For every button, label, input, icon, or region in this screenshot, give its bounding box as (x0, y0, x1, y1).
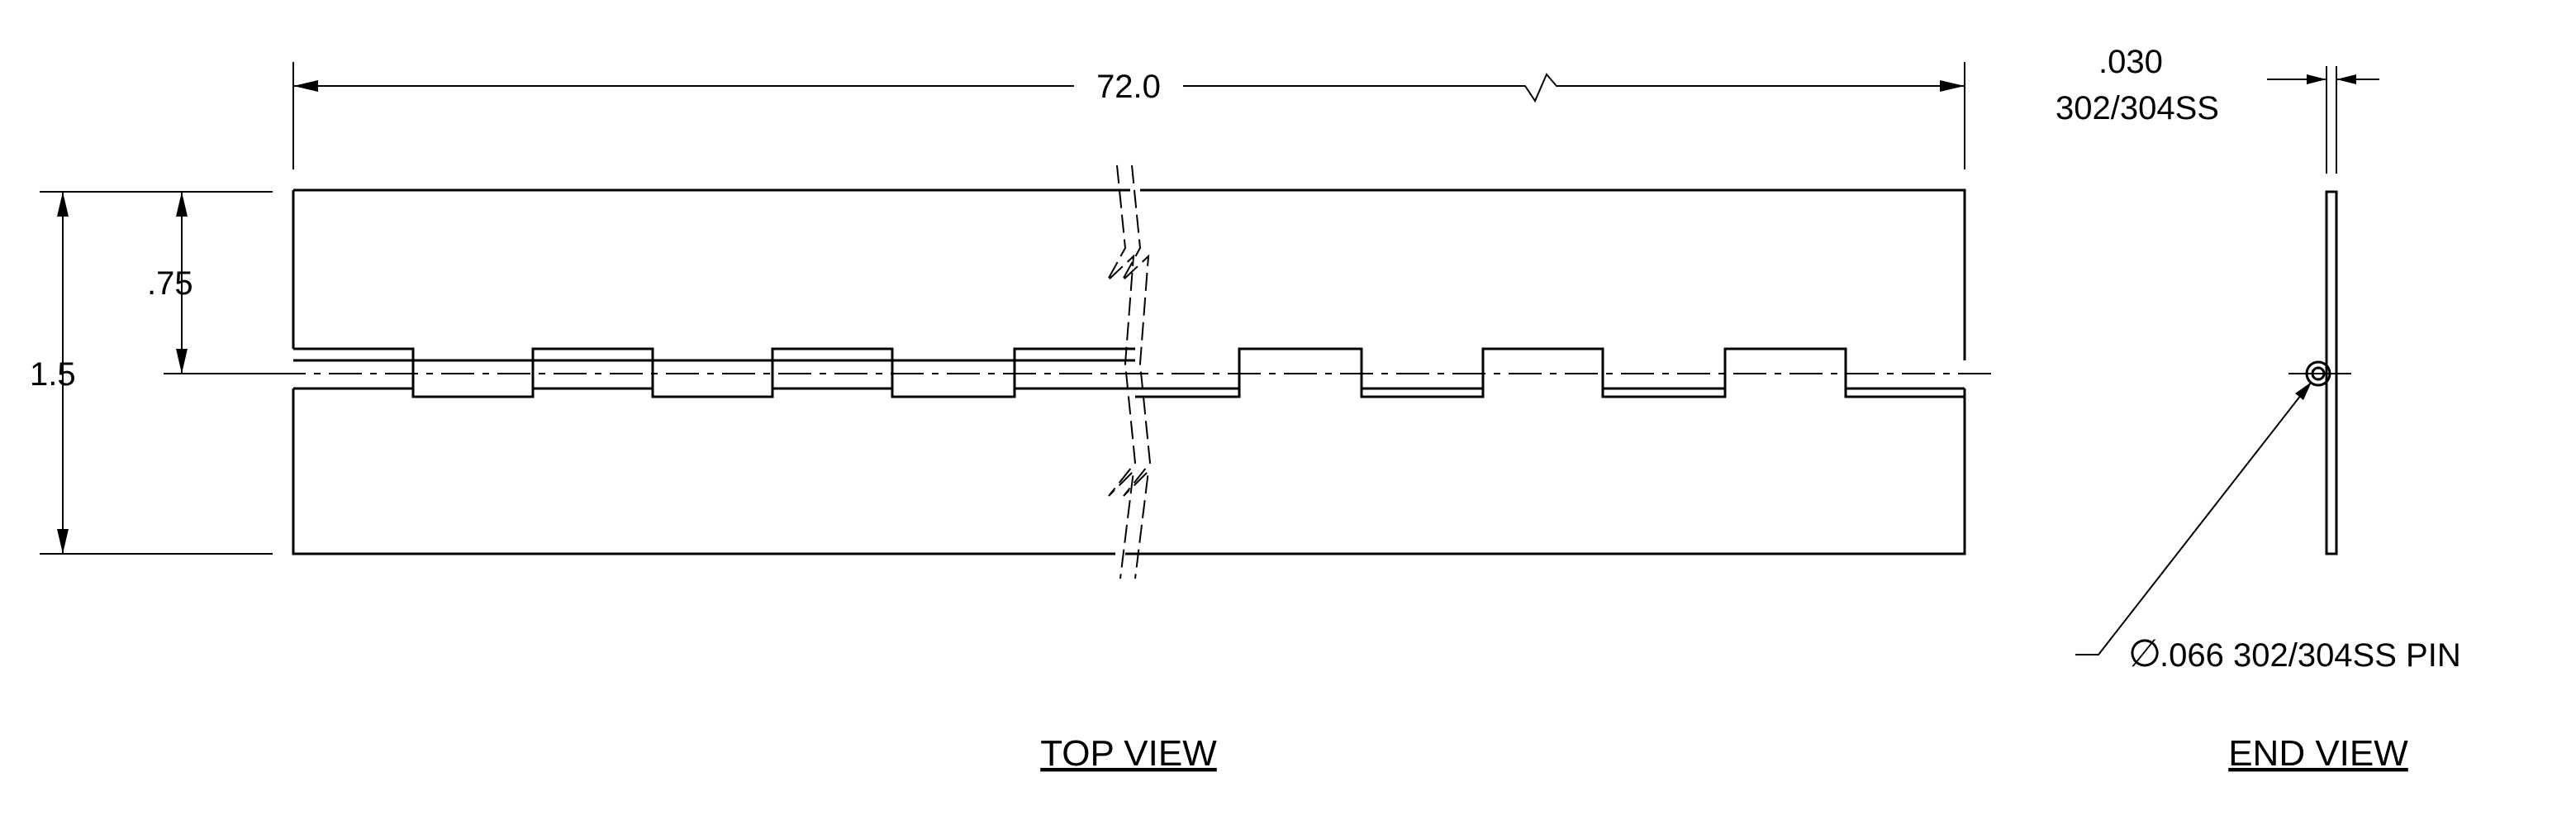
height-half-value: .75 (147, 265, 193, 302)
knuckles-right (1135, 347, 1965, 398)
length-value: 72.0 (1096, 69, 1161, 105)
end-view (2288, 190, 2351, 555)
knuckles-left (293, 347, 1135, 398)
pin-diameter-symbol: ∅ (2128, 632, 2161, 674)
top-view (273, 164, 1991, 579)
pin-callout-text: .066 302/304SS PIN (2160, 637, 2461, 674)
length-dimension: 72.0 (292, 62, 1965, 169)
lower-leaf (292, 388, 1966, 555)
break-line-right (1121, 164, 1152, 579)
height-total-value: 1.5 (30, 356, 76, 393)
top-view-label: TOP VIEW (1040, 733, 1217, 774)
thickness-value: .030 (2098, 44, 2163, 80)
height-dimension: 1.5 .75 (30, 191, 273, 555)
upper-leaf (292, 188, 1966, 360)
thickness-material: 302/304SS (2056, 90, 2219, 126)
break-line-left (1106, 164, 1137, 579)
pin-callout: ∅ .066 302/304SS PIN (2075, 382, 2461, 674)
thickness-dimension: .030 302/304SS (2056, 44, 2379, 174)
end-view-label: END VIEW (2228, 733, 2408, 774)
